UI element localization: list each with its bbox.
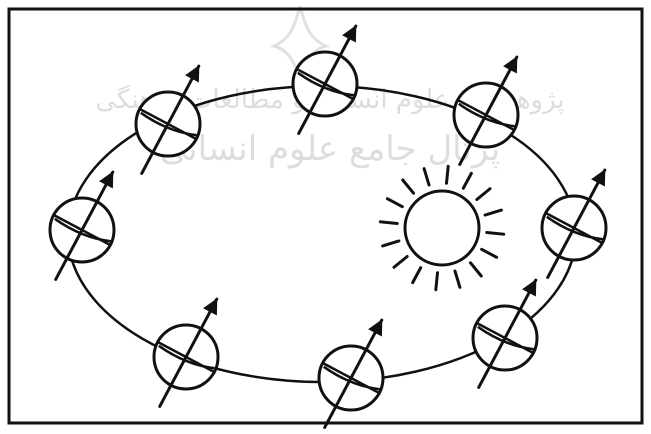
sun-disc xyxy=(405,191,479,265)
sun-ray xyxy=(463,173,471,188)
earth-7 xyxy=(154,299,218,406)
sun-ray xyxy=(455,271,460,287)
earth-2 xyxy=(293,26,357,133)
sun-ray xyxy=(383,241,399,246)
sun-ray xyxy=(477,189,490,200)
earth-8 xyxy=(50,172,114,279)
sun-ray xyxy=(470,263,481,276)
earth-4 xyxy=(542,170,606,277)
sun-ray xyxy=(487,232,504,234)
sun-ray xyxy=(485,210,501,215)
sun-ray xyxy=(380,222,397,224)
earth-5 xyxy=(473,280,537,387)
sun-ray xyxy=(436,273,438,290)
earth-6 xyxy=(319,320,383,427)
sun-ray xyxy=(413,268,421,283)
sun-ray xyxy=(387,199,402,207)
sun-ray xyxy=(482,249,497,257)
sun xyxy=(380,166,503,289)
sun-ray xyxy=(446,166,448,183)
sun-ray xyxy=(394,256,407,267)
watermark-line-2: پرتال جامع علوم انسانی xyxy=(160,129,500,169)
sun-ray xyxy=(424,169,429,185)
sun-ray xyxy=(403,180,414,193)
